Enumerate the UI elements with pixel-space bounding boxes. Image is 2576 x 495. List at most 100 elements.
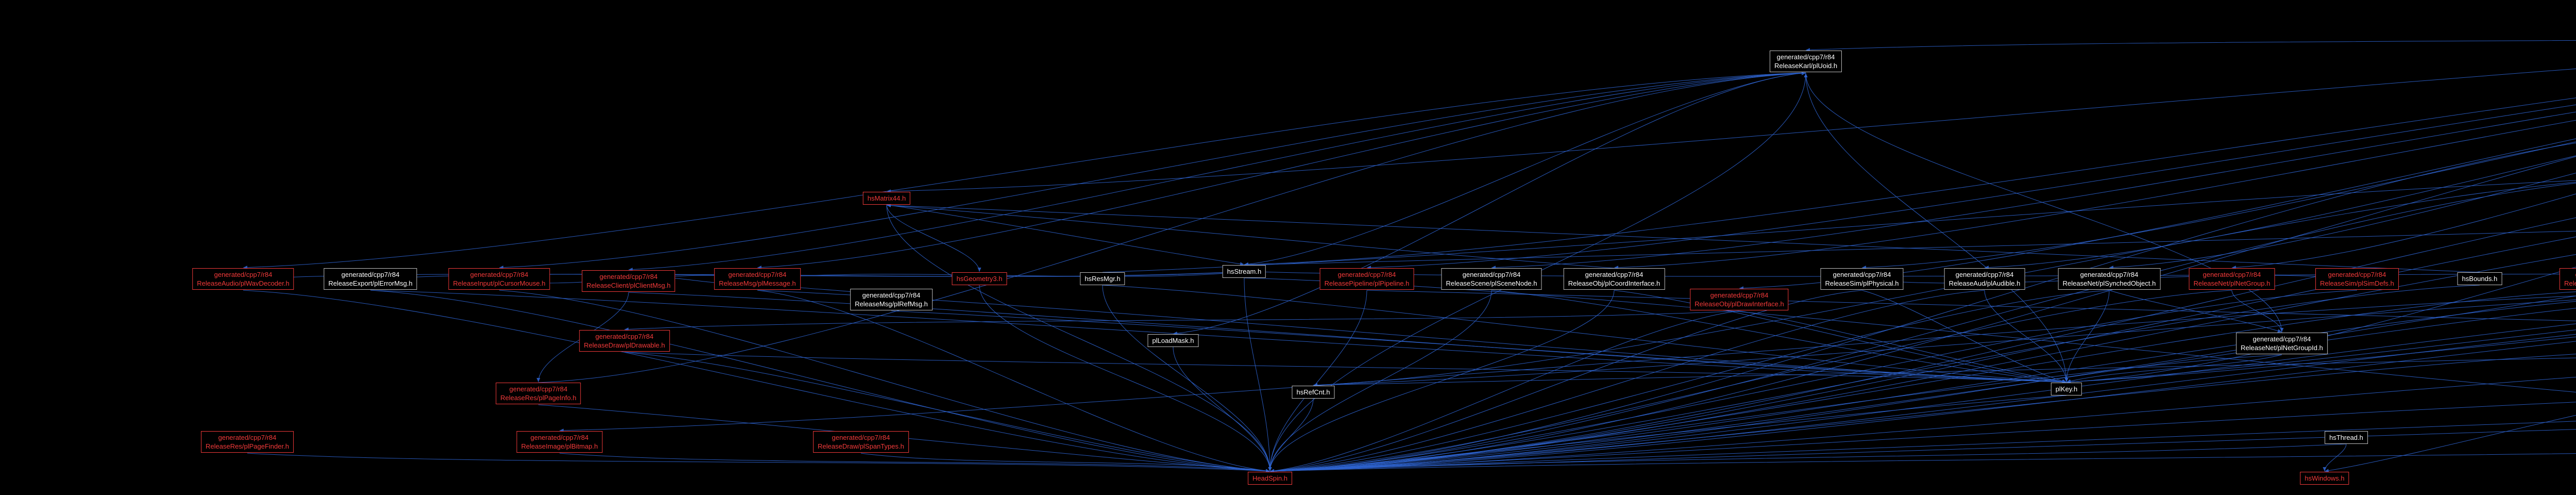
node-label-line: hsResMgr.h (1084, 275, 1121, 283)
node-label-line: ReleaseExport/plErrorMsg.h (328, 279, 413, 287)
include-edge (1269, 290, 1862, 473)
include-edge (1269, 341, 2576, 473)
include-edge (1269, 290, 2110, 473)
include-edge (886, 204, 1615, 269)
include-edge (1269, 290, 2232, 473)
graph-node-c03[interactable]: plKey.h (2050, 383, 2082, 395)
graph-node-c02[interactable]: hsRefCnt.h (1292, 386, 1335, 399)
node-label-line: generated/cpp7/r84 (214, 271, 273, 278)
include-edge (499, 72, 1806, 270)
include-edge (1102, 285, 2067, 384)
include-edge (1805, 40, 2576, 52)
include-edge (1269, 291, 2576, 473)
include-edge (1984, 155, 2576, 270)
include-edge (1268, 290, 1367, 472)
include-edge (757, 72, 1806, 270)
include-edge (886, 204, 981, 272)
include-edge (624, 352, 2067, 384)
include-edge (1269, 443, 2347, 473)
node-label-line: generated/cpp7/r84 (728, 271, 787, 278)
node-label-line: generated/cpp7/r84 (1833, 271, 1891, 278)
node-label-line: ReleaseRes/plPageInfo.h (500, 394, 577, 402)
node-label-line: hsThread.h (2329, 434, 2363, 441)
node-label-line: ReleaseNet/plNetGroup.h (2193, 279, 2270, 287)
node-label-line: generated/cpp7/r84 (2202, 271, 2261, 278)
node-label-line: plLoadMask.h (1152, 337, 1194, 344)
include-edge (1269, 142, 2576, 473)
node-label-line: hsGeometry3.h (956, 275, 1003, 283)
include-edge (1269, 402, 2576, 473)
graph-node-b02[interactable]: plLoadMask.h (1147, 334, 1199, 347)
include-edge (886, 203, 2480, 273)
node-label-line: generated/cpp7/r84 (1710, 291, 1769, 299)
graph-node-z1[interactable]: HeadSpin.h (1248, 472, 1292, 485)
include-edge (1269, 376, 2576, 473)
node-label-line: generated/cpp7/r84 (509, 385, 568, 393)
include-edge (1269, 236, 2576, 473)
node-label-line: hsMatrix44.h (867, 194, 906, 202)
node-label-line: generated/cpp7/r84 (470, 271, 529, 278)
graph-node-m07[interactable]: hsGeometry3.h (952, 272, 1007, 285)
graph-node-d04[interactable]: hsThread.h (2325, 431, 2368, 444)
node-label-line: hsRefCnt.h (1296, 388, 1330, 396)
include-edge (2231, 290, 2284, 333)
include-edge (1244, 97, 2576, 267)
include-edge (1269, 323, 2576, 473)
include-edge (559, 453, 1270, 473)
include-edge (1269, 428, 2576, 473)
node-label-line: ReleaseNet/plNetGroupId.h (2241, 344, 2323, 352)
include-edge (1739, 138, 2576, 290)
include-edge (860, 453, 1270, 473)
include-edge (243, 290, 1270, 473)
graph-node-m20[interactable]: generated/cpp7/r84ReleaseSurf/hsGMateria… (2559, 268, 2576, 290)
graph-node-m08[interactable]: hsResMgr.h (1080, 272, 1125, 285)
include-edge (1269, 254, 2576, 473)
graph-node-z2[interactable]: hsWindows.h (2300, 472, 2349, 485)
node-label-line: ReleasePipeline/plPipeline.h (1324, 279, 1410, 287)
include-edge (1313, 358, 2576, 387)
include-edge (2066, 354, 2282, 383)
node-label-line: ReleaseNet/plSynchedObject.h (2062, 279, 2156, 287)
graph-node-t4a[interactable]: hsMatrix44.h (862, 192, 911, 205)
include-edge (1269, 395, 2067, 473)
node-label-line: hsWindows.h (2304, 474, 2345, 482)
include-edge (1269, 217, 2576, 473)
node-label-line: ReleaseSurf/hsGMaterial.h (2564, 279, 2576, 287)
include-edge (1313, 299, 2576, 387)
node-label-line: ReleaseRes/plPageFinder.h (206, 442, 289, 450)
node-label-line: generated/cpp7/r84 (1776, 53, 1835, 61)
include-edge (247, 453, 1270, 473)
include-edge (1269, 156, 2576, 473)
node-label-line: generated/cpp7/r84 (2080, 271, 2139, 278)
include-edge (1366, 104, 2576, 270)
graph-node-m19[interactable]: hsBounds.h (2457, 272, 2502, 285)
include-edge (1269, 301, 2576, 473)
graph-node-m09[interactable]: hsStream.h (1222, 265, 1266, 278)
include-edge (1102, 180, 2576, 273)
include-edge (886, 204, 1245, 266)
node-label-line: ReleaseObj/plDrawInterface.h (1694, 300, 1784, 308)
